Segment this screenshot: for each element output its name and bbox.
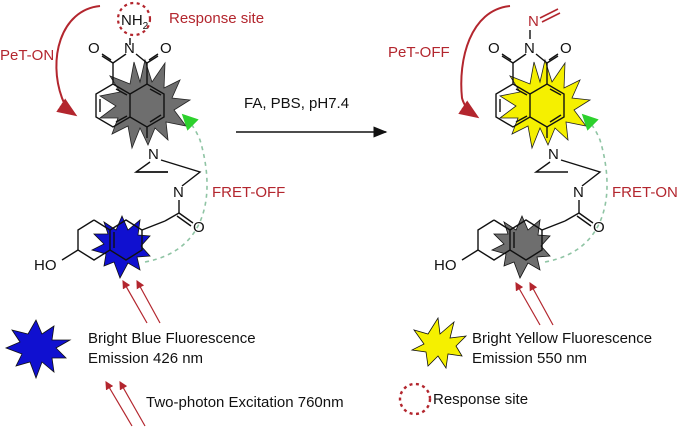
naphthalimide-core-right xyxy=(495,30,565,138)
naphthalene-core-right xyxy=(461,219,566,261)
excitation-arrow-left-1 xyxy=(122,279,148,324)
response-site-circle xyxy=(116,1,152,37)
legend-yellow-line2: Emission 550 nm xyxy=(472,350,587,367)
response-site-label: Response site xyxy=(169,10,264,27)
excitation-arrow-left-2 xyxy=(136,279,161,324)
imide-n-right: N xyxy=(524,40,535,57)
amine-label-left: NH2 xyxy=(121,12,149,32)
yellow-star-icon xyxy=(410,316,468,370)
fret-label-left: FRET-OFF xyxy=(212,184,285,201)
piperazine-n2-right: N xyxy=(573,184,584,201)
legend-response-site-circle xyxy=(398,382,432,416)
fret-arc-right xyxy=(544,113,608,263)
hydroxyl-right: HO xyxy=(434,257,457,274)
left-probe: N O O NH2 Response site PeT-ON N N O HO xyxy=(0,1,285,324)
imide-o2-right: O xyxy=(560,40,572,57)
pet-label-left: PeT-ON xyxy=(0,47,54,64)
imine-double-bond-1 xyxy=(539,8,559,19)
reaction-conditions: FA, PBS, pH7.4 xyxy=(244,95,349,112)
legend-excitation-arrow-1 xyxy=(105,380,133,427)
excitation-arrow-right-1 xyxy=(515,281,541,326)
imide-o2-left: O xyxy=(160,40,172,57)
imine-double-bond-2 xyxy=(541,12,561,23)
imide-o1-right: O xyxy=(488,40,500,57)
pet-arrow-right xyxy=(458,5,511,119)
imide-n-left: N xyxy=(124,40,135,57)
legend-yellow-line1: Bright Yellow Fluorescence xyxy=(472,330,652,347)
fret-label-right: FRET-ON xyxy=(612,184,678,201)
legend-excitation-arrow-2 xyxy=(119,380,146,427)
legend-excitation: Two-photon Excitation 760nm xyxy=(146,394,344,411)
carbonyl-o-right: O xyxy=(593,219,605,236)
piperazine-n1-left: N xyxy=(148,146,159,163)
imide-o1-left: O xyxy=(88,40,100,57)
legend-blue-line1: Bright Blue Fluorescence xyxy=(88,330,256,347)
naphthalimide-core-left xyxy=(95,38,165,138)
imine-n-right: N xyxy=(528,13,539,30)
pet-arrow-left xyxy=(55,5,101,117)
carbonyl-o-left: O xyxy=(193,219,205,236)
blue-star-icon xyxy=(4,319,72,380)
excitation-arrow-right-2 xyxy=(529,281,554,326)
legend: Bright Blue Fluorescence Emission 426 nm… xyxy=(4,316,652,427)
naphthalene-core-left xyxy=(61,219,166,261)
piperazine-n1-right: N xyxy=(548,146,559,163)
hydroxyl-left: HO xyxy=(34,257,57,274)
fret-arc-left xyxy=(144,113,208,263)
right-probe: N O O N PeT-OFF N N O HO FRET-ON xyxy=(388,5,678,326)
pet-label-right: PeT-OFF xyxy=(388,44,450,61)
legend-blue-line2: Emission 426 nm xyxy=(88,350,203,367)
piperazine-n2-left: N xyxy=(173,184,184,201)
legend-response-site: Response site xyxy=(433,391,528,408)
